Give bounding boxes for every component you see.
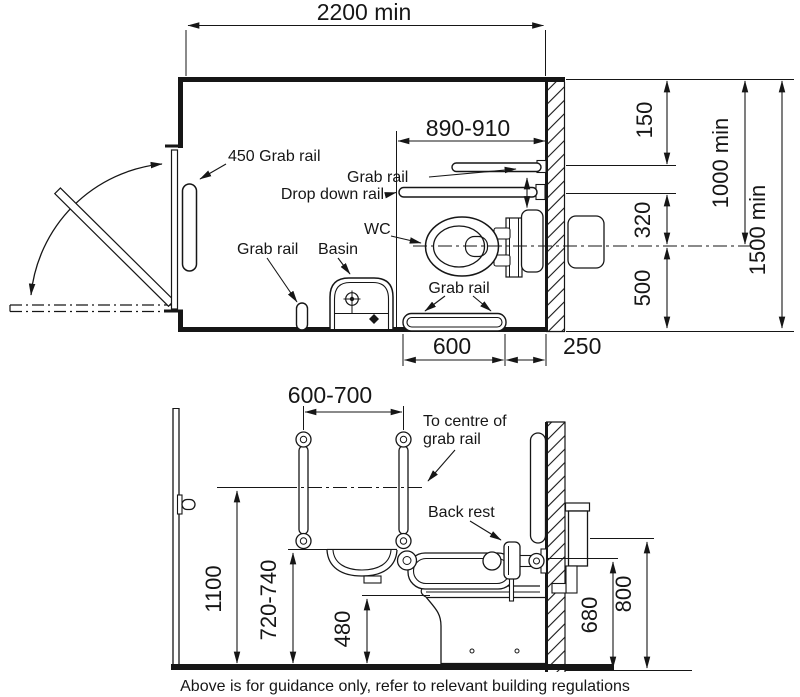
dim-wall-to-rail-text: 890-910	[426, 115, 510, 141]
door-grab-rail-label: 450 Grab rail	[228, 148, 321, 165]
elev-duct-wall	[545, 421, 566, 672]
elev-duct-wall-hatch	[547, 422, 565, 672]
dim-to-centreline: 1000 min	[708, 80, 749, 245]
dim-rail-to-centre-text: 320	[630, 202, 655, 239]
back-rest-pad	[503, 541, 521, 580]
dim-drop-rail-height-text: 680	[577, 597, 602, 634]
dim-seat-height: 480	[330, 595, 430, 664]
dim-wall-to-rail: 890-910	[396, 115, 546, 329]
door-leaf-midswing	[53, 187, 175, 308]
concealed-cistern-plan	[567, 215, 605, 269]
wc-pan-body	[425, 596, 545, 665]
cistern-elev	[551, 502, 591, 594]
dim-basin-height-text: 720-740	[256, 560, 281, 641]
dim-cistern-height-text: 800	[611, 576, 636, 613]
door-grab-rail-plan	[181, 183, 198, 272]
back-rest-elev: Back rest	[428, 504, 547, 602]
drop-down-rail-label: Drop down rail	[281, 186, 384, 203]
dim-room-depth: 1500 min	[745, 80, 786, 329]
plan-view: 2200 min	[9, 0, 794, 366]
corner-grab-rail-plan: Grab rail	[237, 241, 309, 331]
dim-rail-gap-text: 250	[563, 333, 601, 359]
wc-plan: WC	[364, 209, 605, 278]
wc-cistern-lid	[520, 209, 544, 273]
bottom-grab-rail-label: Grab rail	[428, 280, 489, 297]
dim-rail-length: 600 250	[402, 333, 601, 366]
wall-grab-rail-label: Grab rail	[347, 169, 408, 186]
dim-to-centreline-text: 1000 min	[708, 118, 733, 209]
to-centre-label-line1: To centre of	[423, 413, 507, 430]
dim-room-width-text: 2200 min	[317, 0, 412, 25]
basin-plan: Basin	[318, 241, 394, 329]
wall-rail-elev	[528, 432, 548, 574]
dim-rail-centre-height: 1100	[201, 490, 241, 664]
basin-drain	[363, 575, 382, 584]
dim-room-width: 2200 min	[185, 0, 546, 76]
dim-room-depth-text: 1500 min	[745, 185, 770, 276]
vertical-grab-rail-elev	[395, 431, 412, 550]
basin-label: Basin	[318, 241, 358, 258]
dim-rail-spacing-text: 600-700	[288, 382, 372, 408]
dim-rail-offset-text: 150	[632, 102, 657, 139]
bottom-grab-rail-plan: Grab rail	[402, 280, 507, 332]
plan-right-references	[566, 79, 794, 332]
wall-grab-rail-plan: Grab rail	[347, 159, 547, 186]
corner-grab-rail-label: Grab rail	[237, 241, 298, 258]
dim-rail-length-text: 600	[433, 333, 471, 359]
door-handle	[181, 498, 196, 511]
basin-waste-symbol	[369, 314, 379, 324]
plan-duct-wall-hatch	[547, 82, 565, 332]
drop-down-rail-plan: Drop down rail	[281, 177, 546, 209]
to-centre-label-line2: grab rail	[423, 431, 481, 448]
flush-pipe	[565, 565, 578, 594]
dim-basin-height: 720-740	[256, 549, 327, 664]
door-handle-plate	[176, 494, 183, 515]
dim-cistern-height: 800	[590, 538, 654, 669]
door-grab-rail-callout: 450 Grab rail	[199, 148, 321, 180]
wc-elev	[420, 585, 545, 665]
dim-rail-offset: 150	[632, 80, 671, 165]
rail-centreline-callout: To centre of grab rail	[217, 413, 507, 488]
back-rest-label: Back rest	[428, 504, 495, 521]
dim-drop-rail-height: 680	[546, 558, 618, 669]
dim-centre-to-wall-text: 500	[630, 270, 655, 307]
drop-rail-pivot	[528, 552, 545, 570]
dim-rail-to-centre: 320	[630, 194, 671, 245]
vertical-grab-rail-elev	[295, 431, 312, 550]
elevation-view: 600-700 To centre of grab rail	[171, 382, 692, 672]
door-leaf-closed	[170, 149, 179, 310]
dim-seat-height-text: 480	[330, 611, 355, 648]
dim-rail-spacing: 600-700	[288, 382, 404, 430]
guidance-note: Above is for guidance only, refer to rel…	[180, 678, 630, 695]
elev-left-wall	[172, 408, 196, 667]
drop-rail-flange	[396, 550, 418, 571]
door-assembly	[9, 149, 198, 313]
dim-centre-to-wall: 500	[630, 247, 671, 329]
basin-elev	[326, 548, 398, 584]
wc-label: WC	[364, 221, 391, 238]
wc-cistern-slab	[505, 217, 523, 278]
dim-rail-centre-height-text: 1100	[201, 565, 226, 612]
